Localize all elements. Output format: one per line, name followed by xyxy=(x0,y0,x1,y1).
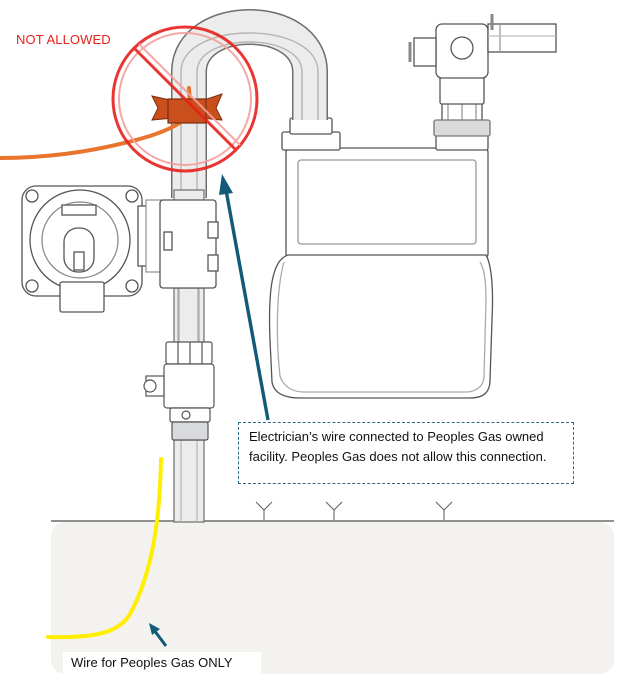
prohibited-icon xyxy=(111,25,259,173)
regulator xyxy=(21,185,219,313)
wire-for-peoples-gas-label: Wire for Peoples Gas ONLY xyxy=(63,652,261,674)
meter-feet xyxy=(255,501,453,520)
ground-area xyxy=(51,522,614,674)
callout-box: Electrician’s wire connected to Peoples … xyxy=(238,422,574,484)
lower-valve xyxy=(143,341,215,441)
peoples-gas-wire xyxy=(46,457,163,640)
inlet-pipe xyxy=(171,9,328,198)
not-allowed-label: NOT ALLOWED xyxy=(16,32,111,47)
pipe-clamp-icon xyxy=(151,93,223,124)
gas-meter xyxy=(268,14,557,399)
pointer-arrow-icon xyxy=(149,174,270,647)
